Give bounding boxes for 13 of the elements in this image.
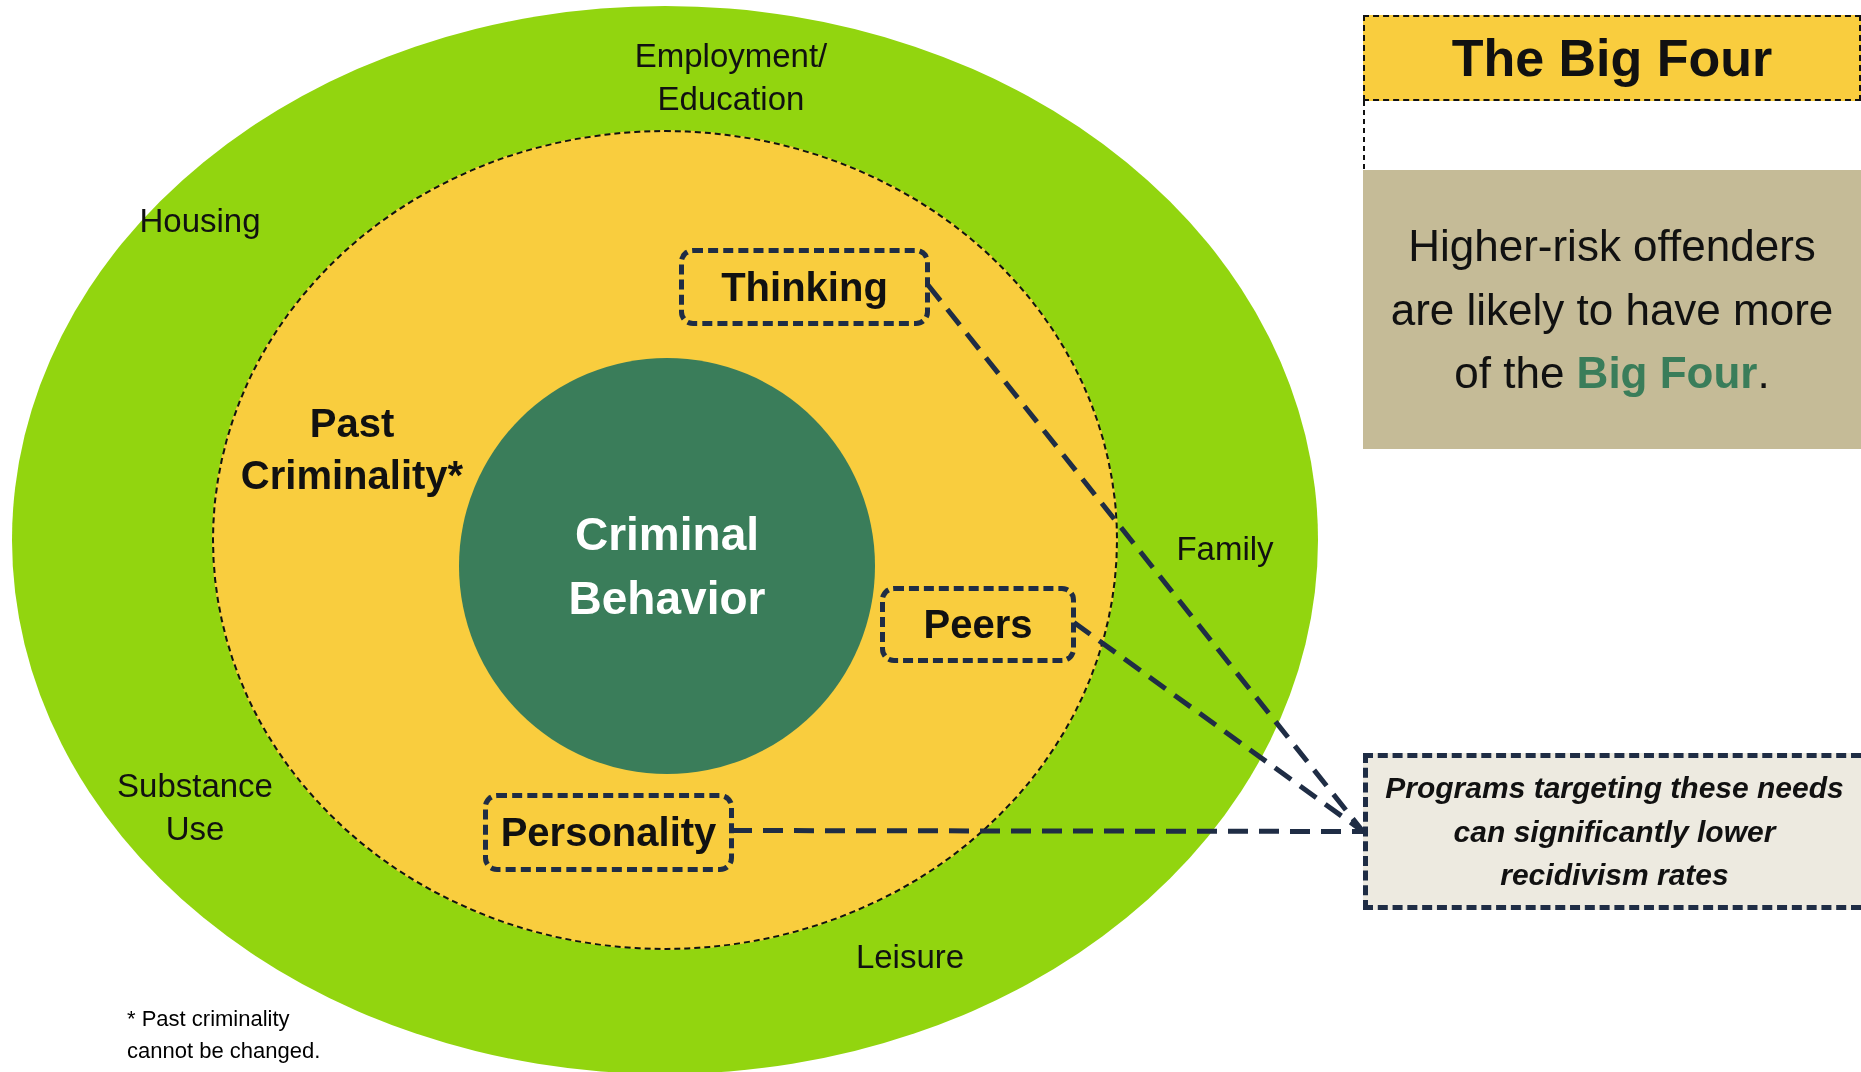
factor-label: Family [1175, 529, 1275, 569]
factor-label: Substance Use [116, 766, 274, 849]
factor-label: Housing [138, 201, 262, 241]
factor-label: Employment/ Education [633, 36, 829, 119]
note-box: Programs targeting these needs can significantly lower recidivism rates [1363, 753, 1861, 910]
factor-label: Leisure [854, 937, 966, 977]
dashed-connector [732, 828, 1363, 834]
need-box: Peers [880, 586, 1076, 663]
need-box: Thinking [679, 248, 930, 326]
info-panel: Higher-risk offenders are likely to have more of the Big Four. [1363, 170, 1861, 449]
footnote: * Past criminality cannot be changed. [127, 1005, 322, 1065]
title-banner: The Big Four [1363, 15, 1861, 101]
need-box: Personality [483, 793, 734, 872]
